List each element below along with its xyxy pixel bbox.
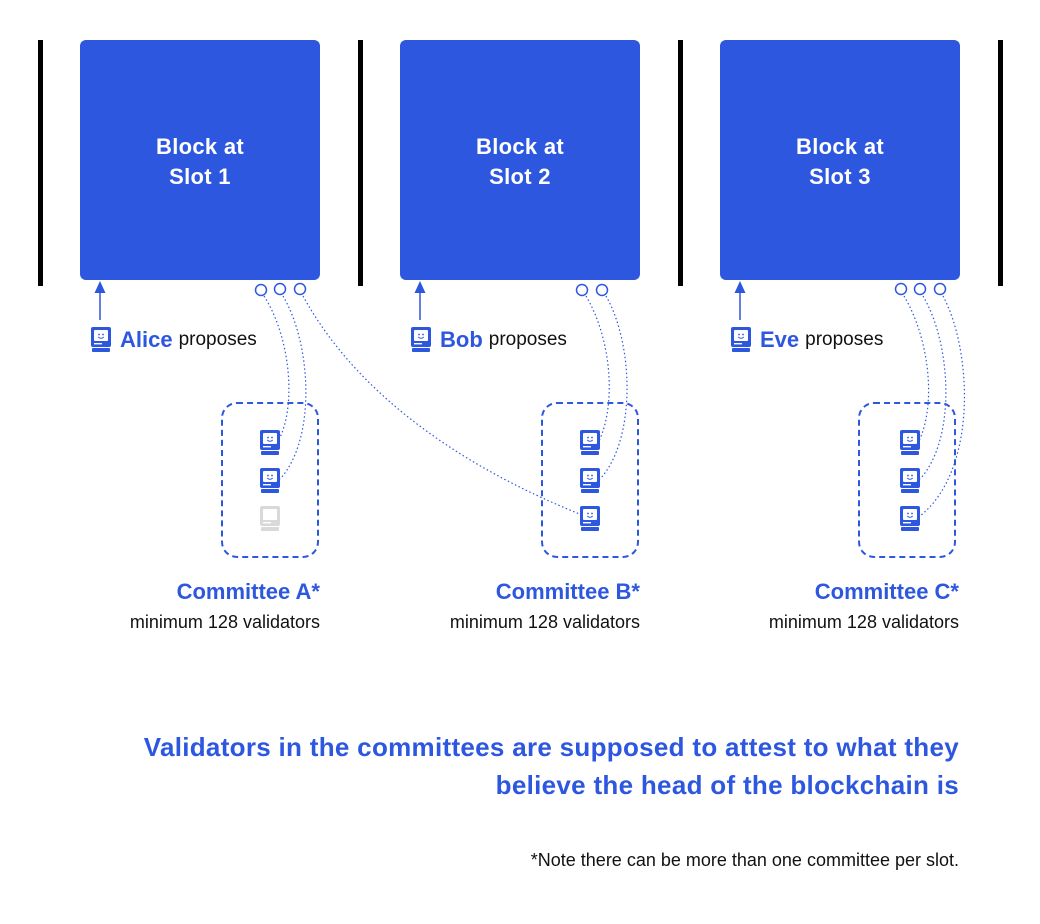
committee-b-subtitle: minimum 128 validators [449,612,640,632]
computer-icon [410,326,432,353]
block-title: Block at Slot 1 [156,134,244,189]
committee-b-box [541,402,639,558]
proposer-alice: Alice proposes [90,326,257,354]
footnote: *Note there can be more than one committ… [530,850,959,870]
committee-a-subtitle: minimum 128 validators [129,612,320,632]
attestation-circle-icon [575,283,589,297]
committee-c-box [858,402,956,558]
attestation-circle-icon [293,282,307,296]
proposer-action: proposes [488,329,567,350]
committee-b-name: Committee B* [495,579,640,604]
committee-c-name: Committee C* [814,579,959,604]
computer-icon [90,326,112,353]
attestation-circle-icon [254,283,268,297]
slot-divider [998,40,1003,286]
block-slot-3: Block at Slot 3 [720,40,960,280]
attestation-circle-icon [894,282,908,296]
attestation-lines [263,295,966,517]
headline: Validators in the committees are suppose… [143,732,959,800]
propose-arrow-icon [734,281,746,320]
slot-divider [678,40,683,286]
attestation-circle-icon [273,282,287,296]
computer-icon [730,326,752,353]
committee-a-name: Committee A* [176,579,320,604]
slot-divider [358,40,363,286]
proposer-name: Bob [440,327,483,352]
propose-arrow-icon [94,281,106,320]
proposer-action: proposes [805,329,884,350]
proposer-name: Eve [760,327,800,352]
committee-a-box [221,402,319,558]
committee-c-subtitle: minimum 128 validators [768,612,959,632]
block-title: Block at Slot 3 [796,134,884,189]
attestation-circle-icon [913,282,927,296]
propose-arrow-icon [414,281,426,320]
block-title: Block at Slot 2 [476,134,564,189]
attestation-circle-icon [933,282,947,296]
attestation-circle-icon [595,283,609,297]
proposer-bob: Bob proposes [410,326,567,354]
slot-divider [38,40,43,286]
proposer-name: Alice [120,327,173,352]
block-slot-1: Block at Slot 1 [80,40,320,280]
block-slot-2: Block at Slot 2 [400,40,640,280]
proposer-action: proposes [178,329,257,350]
proposer-eve: Eve proposes [730,326,883,354]
